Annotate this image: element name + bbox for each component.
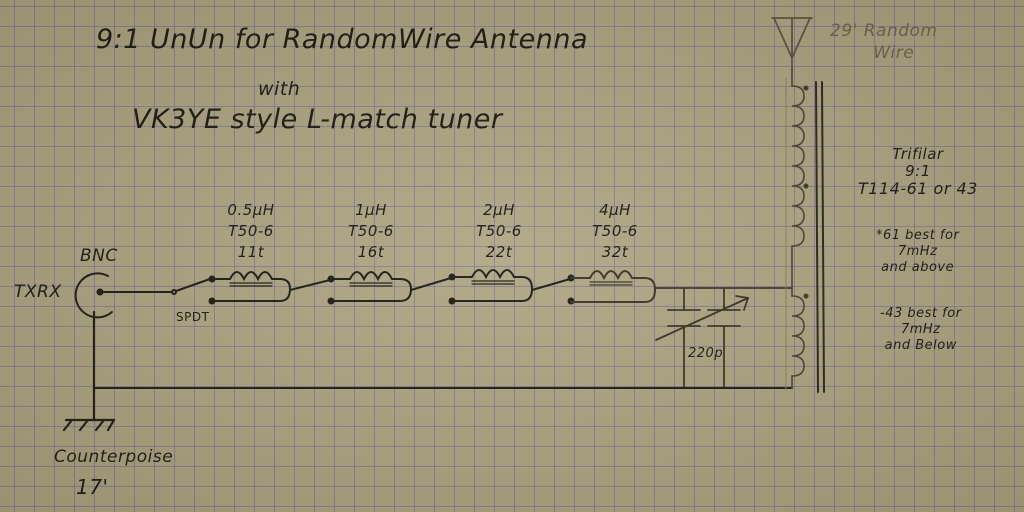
title-line-3: VK3YE style L-match tuner [132,104,503,135]
bnc-connector-icon [74,272,113,319]
port-label-txrx: TXRX [14,282,62,302]
inductor-1-turns: 11t [237,243,265,261]
note-mix-43: -43 best for 7mHz and Below [880,306,962,354]
ground-label-line-1: Counterpoise [54,447,174,467]
note-61-line-3: and above [881,260,955,275]
inductor-4-icon [570,270,657,303]
antenna-icon [771,17,813,71]
inductor-2-value: 1µH [355,201,387,219]
note-43-line-2: 7mHz [900,322,941,337]
inductor-1-icon [211,271,292,302]
variable-capacitor-icon [655,287,750,389]
inductor-label-4: 4µH T50-6 32t [580,200,650,263]
ground-symbol-icon [62,418,116,432]
capacitor-value: 220p [688,346,724,361]
antenna-label-line-1: 29' Random [830,21,938,41]
transformer-core: T114-61 or 43 [858,179,978,198]
inductor-label-2: 1µH T50-6 16t [336,200,406,263]
trifilar-transformer-icon [785,69,825,393]
note-43-line-1: -43 best for [880,306,962,321]
transformer-ratio: 9:1 [905,162,931,180]
title-line-1: 9:1 UnUn for RandomWire Antenna [96,24,588,55]
title-line-2: with [258,78,301,100]
connector-label-bnc: BNC [80,246,118,266]
inductor-1-value: 0.5µH [227,201,275,219]
transformer-type: Trifilar [892,145,944,163]
note-61-line-2: 7mHz [897,244,938,259]
note-mix-61: *61 best for 7mHz and above [876,228,959,276]
ground-label: Counterpoise 17' [54,442,173,502]
inductor-4-value: 4µH [599,201,631,219]
inductor-2-core: T50-6 [348,222,394,240]
inductor-3-turns: 22t [485,243,513,261]
inductor-2-icon [330,271,413,302]
transformer-label: Trifilar 9:1 T114-61 or 43 [858,145,978,198]
inductor-3-icon [451,269,534,302]
antenna-label: 29' Random Wire [830,20,937,64]
note-43-line-3: and Below [884,338,957,353]
inductor-4-core: T50-6 [592,222,638,240]
inductor-1-core: T50-6 [228,222,274,240]
inductor-4-turns: 32t [601,243,629,261]
switch-label-spdt: SPDT [176,310,210,324]
inductor-3-value: 2µH [483,201,515,219]
note-61-line-1: *61 best for [876,228,960,243]
antenna-label-line-2: Wire [873,43,915,63]
inductor-2-turns: 16t [357,243,385,261]
spdt-switch-icon [175,278,211,292]
ground-label-line-2: 17' [76,475,109,499]
inductor-3-core: T50-6 [476,222,522,240]
inductor-label-1: 0.5µH T50-6 11t [216,200,286,263]
inductor-label-3: 2µH T50-6 22t [464,200,534,263]
